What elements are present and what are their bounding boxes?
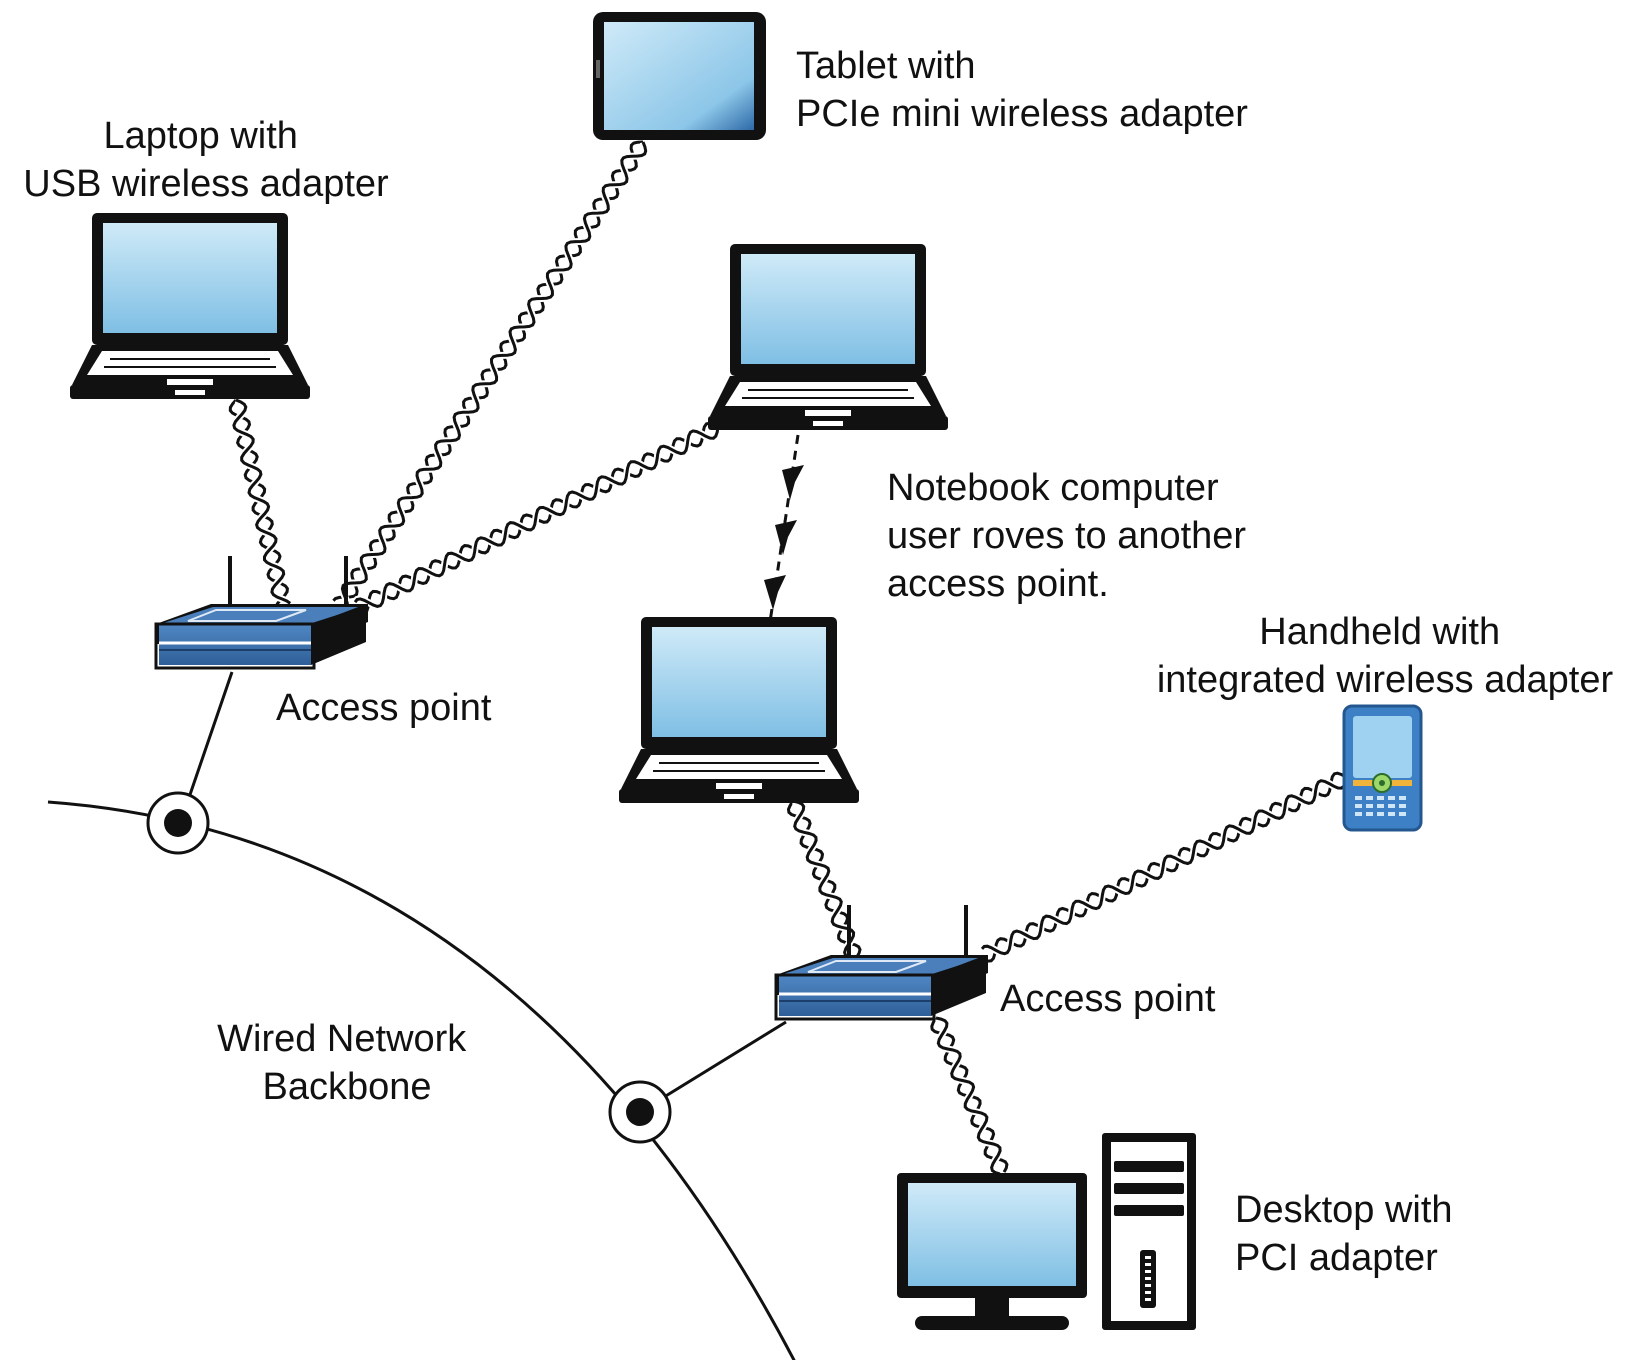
tablet-icon [593, 12, 766, 140]
tower-icon [1102, 1133, 1196, 1330]
roving-notebook-label: Notebook computer user roves to another … [887, 467, 1257, 605]
wireless-link [979, 769, 1350, 965]
network-node-icon [146, 791, 210, 855]
access-point-icon [154, 556, 370, 670]
tablet-label: Tablet with PCIe mini wireless adapter [796, 45, 1248, 135]
network-node-icon [608, 1080, 672, 1144]
laptop-icon [618, 616, 860, 804]
wireless-link [330, 138, 650, 611]
wireless-link [352, 419, 722, 618]
access-point-label: Access point [276, 687, 492, 729]
wireless-link [928, 1014, 1011, 1178]
access-point-label: Access point [1000, 978, 1216, 1020]
laptop-icon [69, 212, 311, 400]
laptop-icon [707, 243, 949, 431]
desktop-label: Desktop with PCI adapter [1235, 1189, 1463, 1279]
desktop-icon [897, 1173, 1087, 1330]
wireless-link [226, 396, 293, 609]
backbone-label: Wired Network Backbone [217, 1018, 477, 1108]
roving-arrow [764, 434, 804, 623]
handheld-icon [1342, 704, 1423, 832]
wireless-links [226, 138, 1350, 1178]
access-point-icon [774, 905, 990, 1021]
handheld-label: Handheld with integrated wireless adapte… [1157, 611, 1614, 701]
laptop-label: Laptop with USB wireless adapter [23, 115, 389, 205]
